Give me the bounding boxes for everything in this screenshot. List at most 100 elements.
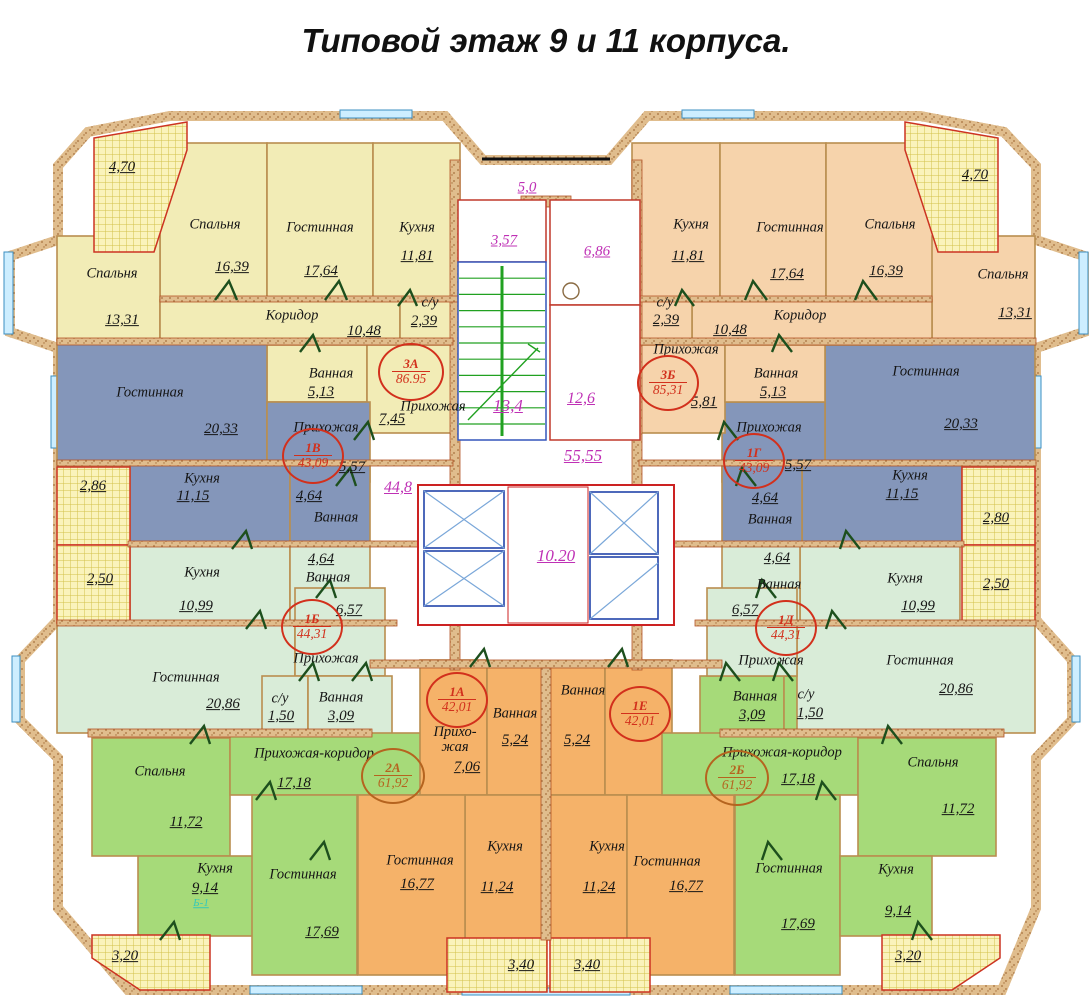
window bbox=[681, 109, 755, 119]
wall bbox=[719, 728, 1005, 738]
door-swing bbox=[771, 660, 794, 682]
wall bbox=[56, 337, 454, 346]
window bbox=[1071, 655, 1081, 723]
window bbox=[3, 251, 14, 335]
room bbox=[699, 675, 785, 737]
room bbox=[661, 732, 859, 796]
wall bbox=[56, 459, 454, 467]
column bbox=[562, 282, 580, 300]
room bbox=[691, 299, 933, 346]
door-swing bbox=[469, 646, 492, 668]
room bbox=[724, 344, 826, 403]
room bbox=[464, 794, 546, 941]
window bbox=[1078, 251, 1089, 335]
door-swing bbox=[189, 723, 212, 745]
window bbox=[339, 109, 413, 119]
elevator-shaft bbox=[589, 556, 659, 620]
door-swing bbox=[673, 287, 695, 307]
door-swing bbox=[324, 278, 349, 301]
balcony bbox=[446, 937, 548, 993]
door-swing bbox=[607, 646, 630, 668]
room bbox=[266, 142, 374, 301]
room bbox=[721, 464, 803, 546]
door-swing bbox=[880, 723, 903, 745]
balcony bbox=[91, 934, 211, 991]
room bbox=[546, 794, 628, 941]
room bbox=[251, 794, 358, 976]
room bbox=[159, 299, 401, 346]
room bbox=[857, 737, 997, 857]
door-swing bbox=[718, 660, 741, 682]
room bbox=[734, 794, 841, 976]
core-stairs-elevators bbox=[417, 157, 675, 626]
room bbox=[719, 142, 827, 301]
wall bbox=[87, 728, 373, 738]
wall bbox=[694, 619, 1037, 627]
room bbox=[372, 142, 461, 301]
room bbox=[56, 622, 296, 734]
door-swing bbox=[299, 332, 322, 353]
doors-layer bbox=[159, 278, 933, 941]
door-swing bbox=[824, 608, 847, 630]
room bbox=[801, 464, 963, 546]
core-corridor bbox=[549, 304, 641, 441]
elevator-shaft bbox=[423, 490, 505, 549]
door-swing bbox=[245, 608, 268, 630]
door-swing bbox=[760, 839, 783, 861]
elevator-shaft bbox=[589, 491, 659, 555]
door-swing bbox=[743, 278, 768, 301]
elevator-block bbox=[417, 484, 675, 626]
elevator-shaft bbox=[423, 550, 505, 607]
door-swing bbox=[335, 465, 358, 487]
interior-walls-layer bbox=[56, 159, 1037, 941]
wall bbox=[638, 337, 1037, 346]
stairs bbox=[457, 261, 547, 441]
balcony bbox=[549, 937, 651, 993]
door-swing bbox=[214, 278, 239, 301]
window bbox=[1034, 375, 1042, 449]
room bbox=[266, 344, 368, 403]
room bbox=[289, 464, 371, 546]
door-swing bbox=[838, 528, 861, 550]
window bbox=[249, 985, 363, 995]
balconies-layer bbox=[56, 121, 1036, 993]
balcony bbox=[93, 121, 188, 253]
window bbox=[50, 375, 58, 449]
door-swing bbox=[734, 465, 757, 487]
wall bbox=[56, 619, 398, 627]
wall bbox=[540, 667, 552, 941]
window bbox=[11, 655, 21, 723]
door-swing bbox=[814, 779, 837, 801]
rooms-layer bbox=[56, 142, 1036, 976]
door-swing bbox=[910, 919, 933, 941]
room bbox=[546, 661, 606, 796]
room bbox=[799, 544, 961, 624]
room bbox=[631, 344, 726, 434]
room bbox=[56, 339, 268, 466]
balcony bbox=[56, 466, 131, 546]
balcony bbox=[904, 121, 999, 253]
door-swing bbox=[351, 660, 374, 682]
balcony bbox=[961, 466, 1036, 546]
balcony bbox=[56, 544, 131, 624]
room bbox=[486, 661, 546, 796]
balcony bbox=[961, 544, 1036, 624]
wall bbox=[127, 540, 455, 548]
room bbox=[796, 622, 1036, 734]
room bbox=[129, 544, 291, 624]
room bbox=[366, 344, 461, 434]
door-swing bbox=[231, 528, 254, 550]
door-swing bbox=[353, 419, 376, 441]
room bbox=[419, 659, 488, 796]
balcony bbox=[881, 934, 1001, 991]
room bbox=[824, 339, 1036, 466]
vestibule-room bbox=[457, 199, 547, 263]
door-swing bbox=[315, 577, 338, 599]
room bbox=[307, 675, 393, 737]
door-swing bbox=[770, 332, 793, 353]
door-swing bbox=[298, 660, 321, 682]
window bbox=[729, 985, 843, 995]
wall bbox=[369, 659, 723, 669]
